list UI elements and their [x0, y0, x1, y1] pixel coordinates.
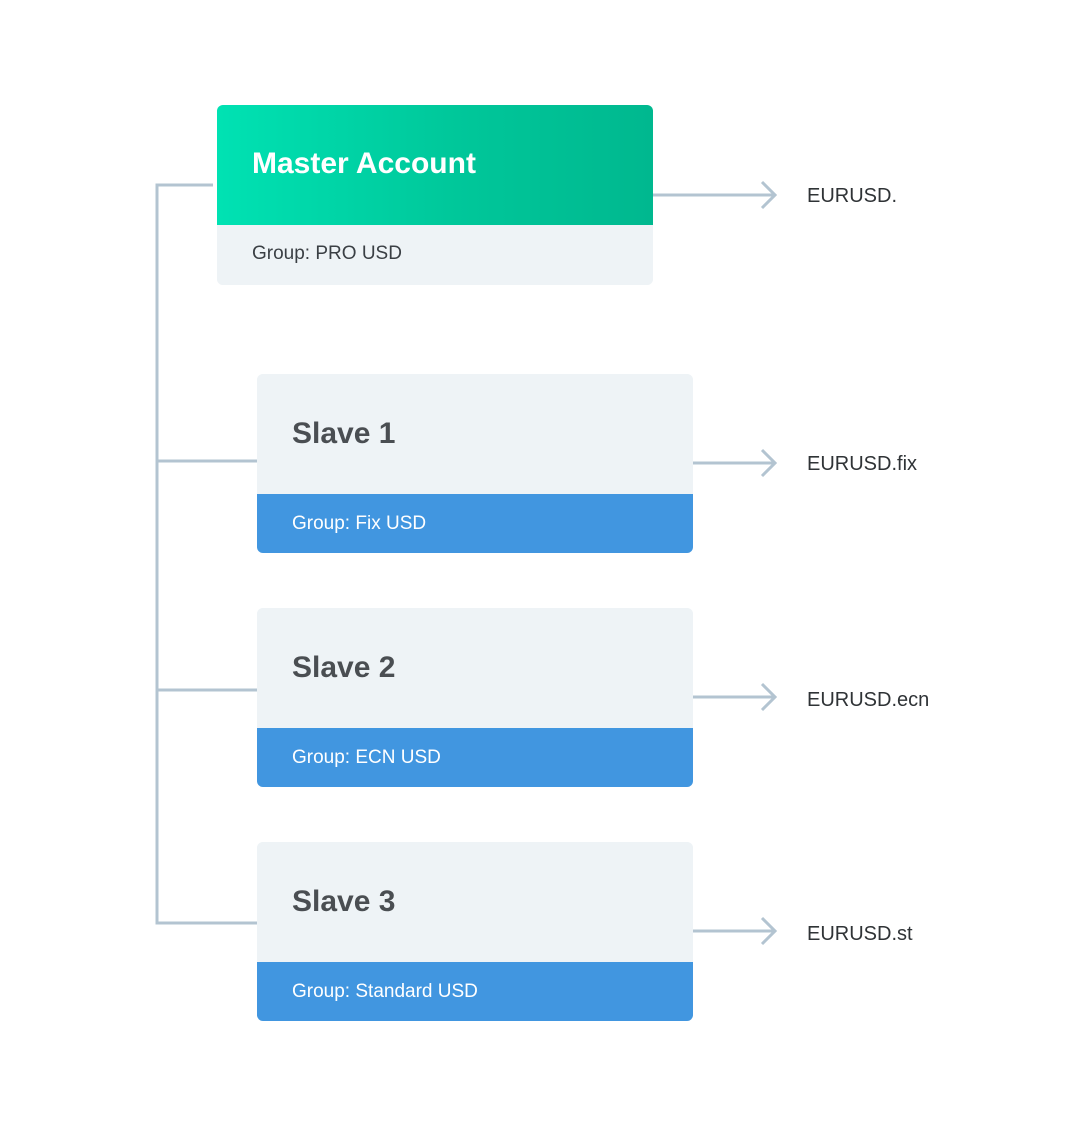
slave-card-2: Slave 2 Group: ECN USD	[257, 608, 693, 787]
slave-3-symbol-label: EURUSD.st	[807, 923, 913, 945]
slave-group-bar: Group: Standard USD	[257, 962, 693, 1021]
arrow-right-icon	[693, 448, 778, 478]
slave-card-header: Slave 3	[257, 842, 693, 962]
slave-group-bar: Group: ECN USD	[257, 728, 693, 787]
master-account-group-bar: Group: PRO USD	[217, 225, 653, 285]
slave-title: Slave 3	[292, 885, 396, 918]
master-account-group: Group: PRO USD	[252, 243, 402, 264]
slave-card-header: Slave 2	[257, 608, 693, 728]
slave-2-symbol-label: EURUSD.ecn	[807, 689, 930, 711]
slave-card-3: Slave 3 Group: Standard USD	[257, 842, 693, 1021]
slave-title: Slave 1	[292, 417, 396, 450]
slave-title: Slave 2	[292, 651, 396, 684]
slave-1-symbol-label: EURUSD.fix	[807, 453, 918, 475]
master-account-header: Master Account	[217, 105, 653, 225]
slave-group: Group: Standard USD	[292, 981, 478, 1002]
slave-card-1: Slave 1 Group: Fix USD	[257, 374, 693, 553]
arrow-right-icon	[653, 180, 778, 210]
slave-group: Group: ECN USD	[292, 747, 441, 768]
slave-group: Group: Fix USD	[292, 513, 427, 534]
slave-group-bar: Group: Fix USD	[257, 494, 693, 553]
master-symbol-label: EURUSD.	[807, 185, 898, 207]
master-account-card: Master Account Group: PRO USD	[217, 105, 653, 285]
arrow-right-icon	[693, 682, 778, 712]
slave-card-header: Slave 1	[257, 374, 693, 494]
arrow-right-icon	[693, 916, 778, 946]
master-account-title: Master Account	[252, 147, 476, 180]
